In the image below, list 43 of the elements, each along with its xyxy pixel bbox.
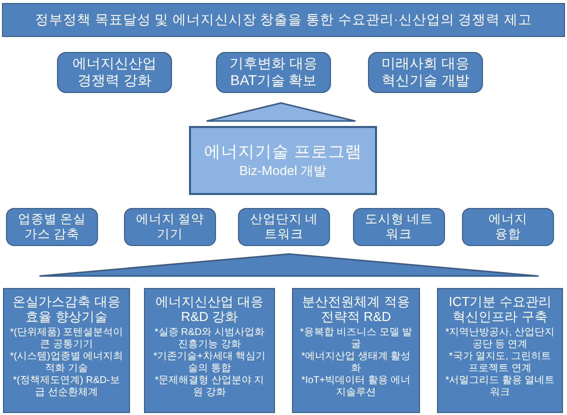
bullet-text: *기존기술+차세대 핵심기술의 통합	[152, 351, 267, 375]
area-box	[353, 208, 445, 246]
bullet-text: *IoT+빅데이터 활용 에너지솔루션	[300, 375, 412, 399]
goal-box	[216, 52, 331, 93]
strategy-heading: ICT기분 수요관리 혁신인프라 구축	[448, 295, 552, 324]
bullet-text: *서멀그리드 활용 열네트워크	[444, 375, 556, 399]
strategy-heading: 분산전원체계 적용 전략적 R&D	[301, 295, 411, 324]
strategy-box	[3, 288, 130, 413]
banner-box	[2, 3, 565, 37]
bullet-text: *(단위제품) 포텐셜분석이 큰 공통기기	[10, 327, 124, 351]
bullet-text: *지역난방공사, 산업단지 공단 등 연계	[444, 327, 556, 351]
program-box	[189, 126, 377, 195]
area-box	[238, 208, 330, 246]
goal-label: 에너지신산업 경쟁력 강화	[72, 56, 158, 90]
bullet-text: *문제해결형 산업분야 지원 강화	[154, 375, 266, 399]
bullet-text: *국가 열지도, 그린히트 프로젝트 연계	[448, 351, 552, 375]
bullet-text: *(시스템)업종별 에너지최적화 기술	[10, 351, 124, 375]
roof-triangle	[207, 103, 355, 121]
bullet-text: *(정책제도연계) R&D-보급 선순환체계	[12, 375, 121, 399]
area-box	[462, 208, 554, 246]
area-label: 산업단지 네트워크	[248, 212, 320, 242]
strategy-box	[292, 288, 420, 413]
goal-box	[368, 52, 483, 93]
strategy-box	[144, 288, 275, 413]
bullet-text: *에너지산업 생태계 활성화	[300, 351, 412, 375]
strategy-heading: 에너지신산업 대응 R&D 강화	[154, 295, 264, 324]
area-label: 도시형 네트워크	[364, 212, 434, 242]
area-box	[6, 208, 98, 246]
vision-statement: 정부정책 목표달성 및 에너지신시장 창출을 통한 수요관리·신산업의 경쟁력 제고	[35, 12, 532, 28]
area-box	[124, 208, 216, 246]
roof-triangle	[40, 254, 538, 276]
goal-label: 기후변화 대응 BAT기술 확보	[228, 56, 318, 90]
area-label: 업종별 온실가스 감축	[16, 212, 88, 242]
area-label: 에너지 절약 기기	[134, 212, 206, 242]
goal-box	[57, 52, 172, 93]
bullet-text: *융복합 비즈니스 모델 발굴	[299, 327, 413, 351]
goal-label: 미래사회 대응 혁신기술 개발	[380, 56, 470, 90]
bullet-text: *실증 R&D와 시범사업화 진흥기능 강화	[154, 327, 266, 351]
program-subtitle: Biz-Model 개발	[239, 163, 327, 179]
strategy-heading: 온실가스감축 대응 효율 향상기술	[12, 295, 122, 324]
area-label: 에너지 융합	[488, 212, 528, 242]
program-title: 에너지기술 프로그램	[204, 142, 362, 163]
strategy-box	[437, 288, 563, 413]
